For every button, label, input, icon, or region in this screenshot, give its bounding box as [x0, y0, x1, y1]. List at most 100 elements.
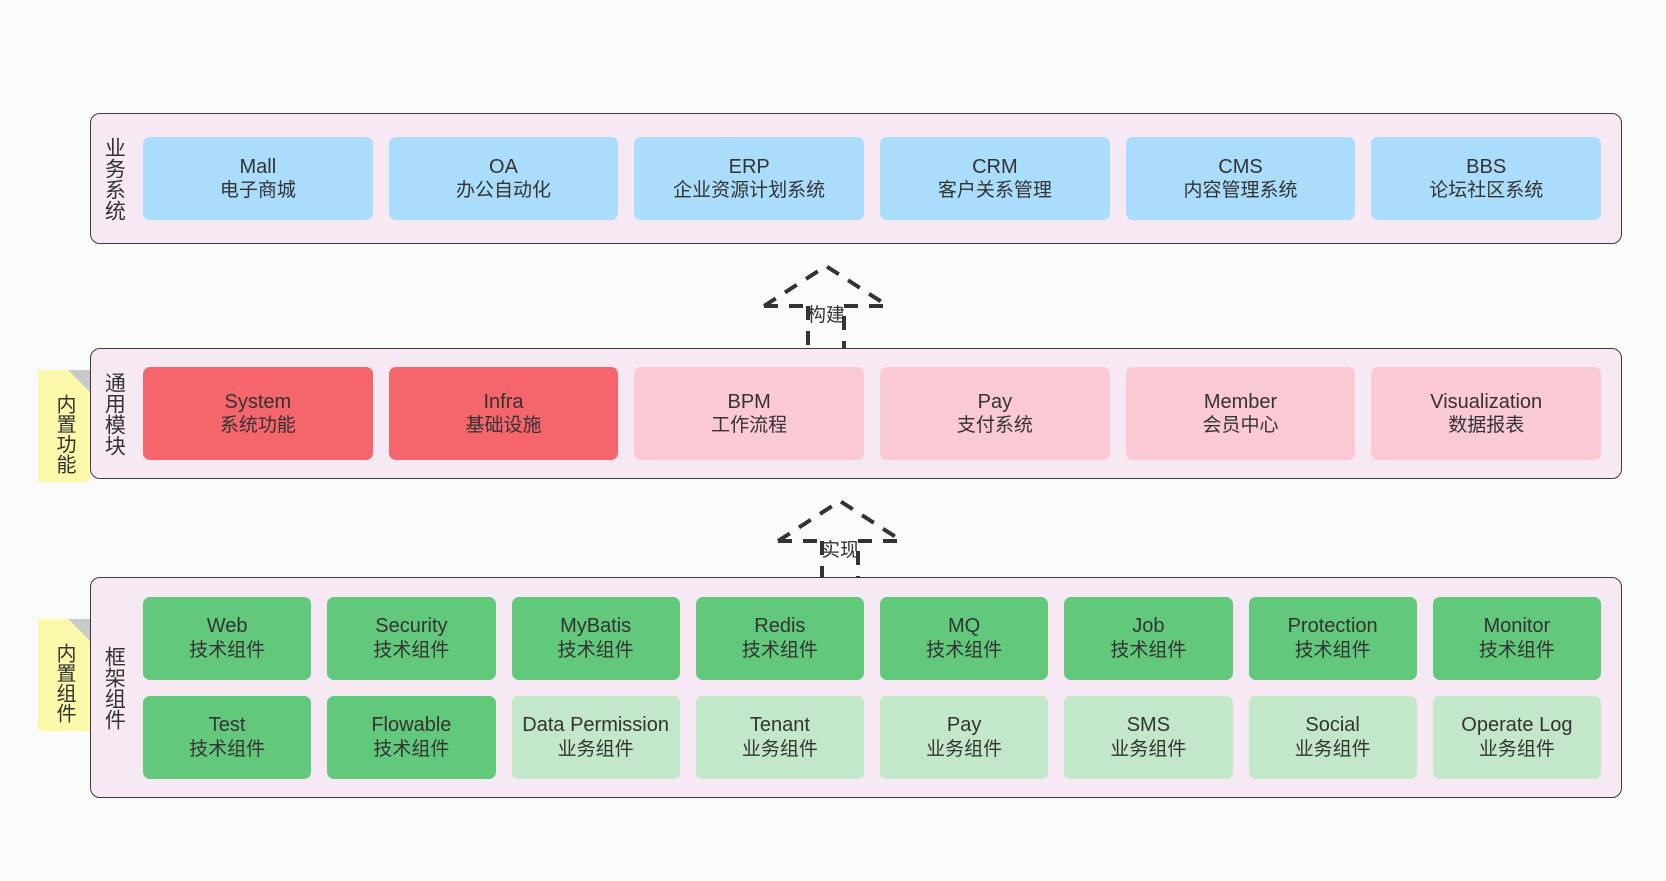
node-pay-module[interactable]: Pay 支付系统 [880, 367, 1110, 460]
node-test[interactable]: Test 技术组件 [143, 695, 312, 779]
node-infra-title: Infra [483, 390, 524, 413]
node-mall-subtitle: 电子商城 [219, 180, 296, 202]
node-bbs[interactable]: BBS 论坛社区系统 [1371, 137, 1602, 220]
sticky-note-builtin-features-label: 内置功能 [53, 394, 75, 474]
node-social-subtitle: 业务组件 [1294, 738, 1371, 760]
node-infra-subtitle: 基础设施 [465, 415, 542, 437]
node-oa-title: OA [489, 155, 518, 178]
layer-business-systems-body: Mall 电子商城 OA 办公自动化 ERP 企业资源计划系统 CRM 客户关系… [135, 114, 1621, 243]
arrow-build: 构建 [746, 258, 906, 354]
layer-business-systems: 业务系统 Mall 电子商城 OA 办公自动化 ERP 企业资源计划系统 CRM… [90, 113, 1622, 244]
layer-common-modules-label: 通用模块 [102, 371, 126, 456]
node-test-subtitle: 技术组件 [189, 738, 266, 760]
node-erp-subtitle: 企业资源计划系统 [673, 180, 826, 202]
framework-tech-row: Web 技术组件 Security 技术组件 MyBatis 技术组件 Redi… [143, 596, 1601, 680]
arrow-implement: 实现 [760, 493, 920, 589]
node-bpm[interactable]: BPM 工作流程 [634, 367, 865, 460]
node-pay-module-title: Pay [977, 390, 1013, 413]
node-visualization-title: Visualization [1430, 390, 1543, 413]
node-social[interactable]: Social 业务组件 [1248, 695, 1417, 779]
node-mq-subtitle: 技术组件 [926, 639, 1003, 661]
layer-framework-components: 框架组件 Web 技术组件 Security 技术组件 MyBatis 技术组件… [90, 577, 1622, 798]
node-crm-title: CRM [972, 155, 1018, 178]
sticky-note-builtin-components-label: 内置组件 [53, 643, 75, 723]
node-system-title: System [224, 390, 292, 413]
node-mq-title: MQ [948, 615, 981, 638]
node-job-title: Job [1132, 615, 1165, 638]
sticky-note-builtin-components: 内置组件 [38, 619, 90, 731]
node-sms-title: SMS [1126, 714, 1171, 737]
node-mybatis-subtitle: 技术组件 [557, 639, 634, 661]
node-pay-component-subtitle: 业务组件 [926, 738, 1003, 760]
node-visualization[interactable]: Visualization 数据报表 [1371, 367, 1602, 460]
node-system-subtitle: 系统功能 [219, 415, 296, 437]
node-infra[interactable]: Infra 基础设施 [388, 367, 619, 460]
node-oa-subtitle: 办公自动化 [456, 180, 552, 202]
node-test-title: Test [208, 714, 246, 737]
node-protection-title: Protection [1287, 615, 1378, 638]
layer-business-systems-label: 业务系统 [102, 136, 126, 221]
node-pay-component[interactable]: Pay 业务组件 [880, 695, 1049, 779]
node-data-permission-subtitle: 业务组件 [557, 738, 634, 760]
node-monitor-title: Monitor [1483, 615, 1551, 638]
node-redis-subtitle: 技术组件 [741, 639, 818, 661]
node-member-title: Member [1203, 390, 1278, 413]
node-tenant[interactable]: Tenant 业务组件 [695, 695, 864, 779]
node-mybatis-title: MyBatis [560, 615, 632, 638]
node-job[interactable]: Job 技术组件 [1064, 596, 1233, 680]
node-operate-log[interactable]: Operate Log 业务组件 [1432, 695, 1601, 779]
node-web[interactable]: Web 技术组件 [143, 596, 312, 680]
node-sms[interactable]: SMS 业务组件 [1064, 695, 1233, 779]
business-systems-row: Mall 电子商城 OA 办公自动化 ERP 企业资源计划系统 CRM 客户关系… [143, 137, 1602, 220]
node-mq[interactable]: MQ 技术组件 [880, 596, 1049, 680]
node-erp[interactable]: ERP 企业资源计划系统 [634, 137, 865, 220]
node-operate-log-subtitle: 业务组件 [1478, 738, 1555, 760]
node-data-permission-title: Data Permission [522, 714, 669, 737]
node-monitor-subtitle: 技术组件 [1478, 639, 1555, 661]
node-member[interactable]: Member 会员中心 [1125, 367, 1356, 460]
node-mall-title: Mall [239, 155, 277, 178]
node-data-permission[interactable]: Data Permission 业务组件 [511, 695, 680, 779]
layer-framework-components-body: Web 技术组件 Security 技术组件 MyBatis 技术组件 Redi… [135, 578, 1621, 797]
node-visualization-subtitle: 数据报表 [1448, 415, 1525, 437]
node-erp-title: ERP [728, 155, 770, 178]
layer-framework-components-label: 框架组件 [102, 645, 126, 730]
node-mall[interactable]: Mall 电子商城 [143, 137, 373, 220]
node-flowable[interactable]: Flowable 技术组件 [327, 695, 496, 779]
common-modules-row: System 系统功能 Infra 基础设施 BPM 工作流程 Pay 支付系统… [143, 367, 1602, 460]
node-security-title: Security [375, 615, 448, 638]
node-protection[interactable]: Protection 技术组件 [1248, 596, 1417, 680]
layer-common-modules: 通用模块 System 系统功能 Infra 基础设施 BPM 工作流程 Pay… [90, 348, 1622, 479]
node-cms[interactable]: CMS 内容管理系统 [1125, 137, 1356, 220]
node-crm[interactable]: CRM 客户关系管理 [880, 137, 1110, 220]
framework-business-row: Test 技术组件 Flowable 技术组件 Data Permission … [143, 695, 1601, 779]
node-operate-log-title: Operate Log [1461, 714, 1573, 737]
node-cms-subtitle: 内容管理系统 [1183, 180, 1298, 202]
node-security[interactable]: Security 技术组件 [327, 596, 496, 680]
node-web-subtitle: 技术组件 [189, 639, 266, 661]
node-flowable-title: Flowable [371, 714, 452, 737]
node-crm-subtitle: 客户关系管理 [937, 180, 1052, 202]
node-flowable-subtitle: 技术组件 [373, 738, 450, 760]
node-member-subtitle: 会员中心 [1202, 415, 1279, 437]
sticky-note-builtin-features: 内置功能 [38, 370, 90, 482]
node-redis-title: Redis [754, 615, 806, 638]
node-security-subtitle: 技术组件 [373, 639, 450, 661]
node-pay-component-title: Pay [946, 714, 982, 737]
node-pay-module-subtitle: 支付系统 [956, 415, 1033, 437]
node-web-title: Web [206, 615, 248, 638]
node-system[interactable]: System 系统功能 [143, 367, 373, 460]
node-monitor[interactable]: Monitor 技术组件 [1432, 596, 1601, 680]
node-mybatis[interactable]: MyBatis 技术组件 [511, 596, 680, 680]
node-bpm-subtitle: 工作流程 [711, 415, 788, 437]
arrow-build-label: 构建 [806, 305, 846, 326]
node-social-title: Social [1305, 714, 1360, 737]
node-bbs-subtitle: 论坛社区系统 [1429, 180, 1544, 202]
node-job-subtitle: 技术组件 [1110, 639, 1187, 661]
node-tenant-subtitle: 业务组件 [741, 738, 818, 760]
node-redis[interactable]: Redis 技术组件 [695, 596, 864, 680]
node-sms-subtitle: 业务组件 [1110, 738, 1187, 760]
node-oa[interactable]: OA 办公自动化 [388, 137, 619, 220]
layer-common-modules-body: System 系统功能 Infra 基础设施 BPM 工作流程 Pay 支付系统… [135, 349, 1621, 478]
